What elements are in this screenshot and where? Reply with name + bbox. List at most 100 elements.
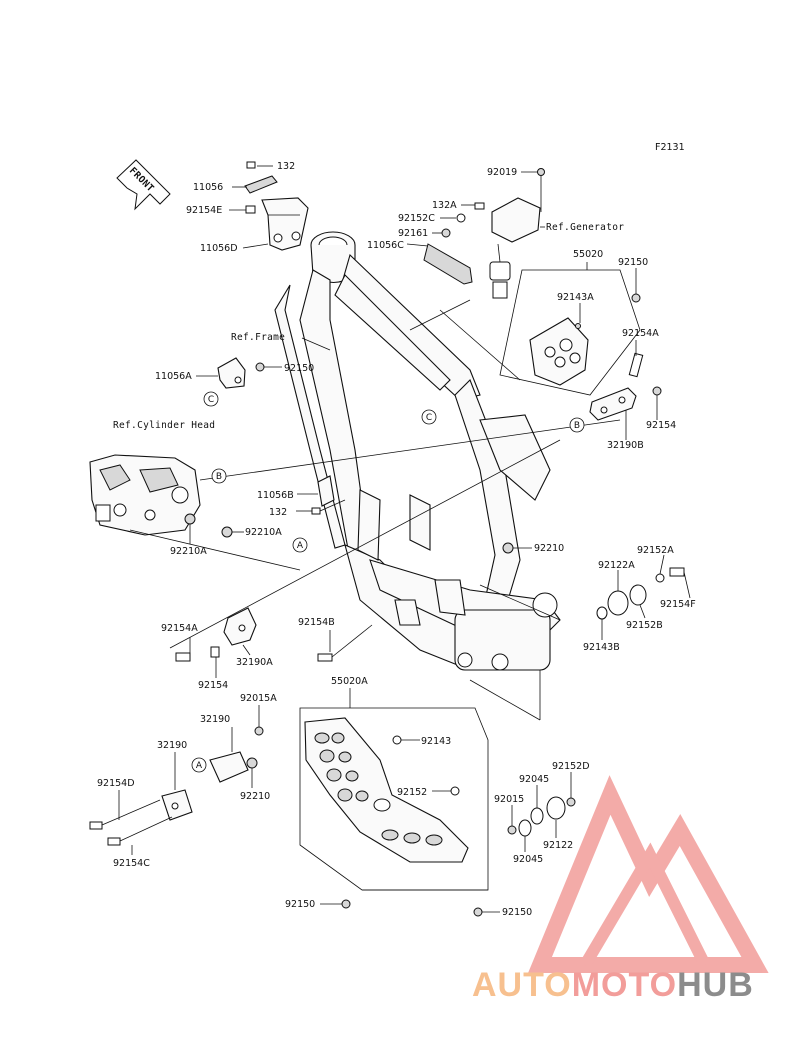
nut-92210 (502, 542, 514, 554)
pn-92015A: 92015A (240, 693, 277, 704)
collar-92161 (441, 228, 451, 238)
bolt-92154A-left (175, 652, 191, 662)
guard-55020-box (499, 269, 641, 396)
callout-a-lower: A (191, 757, 207, 773)
nut-92210A-2 (221, 526, 233, 538)
pn-92154-left: 92154 (198, 680, 228, 691)
callout-a-mid: A (292, 537, 308, 553)
pn-92150-skid-right: 92150 (502, 907, 532, 918)
collar-92152B (629, 584, 647, 606)
bolt-92154-left (210, 646, 220, 658)
pn-132A: 132A (432, 200, 457, 211)
washer-92045-upper (530, 807, 544, 825)
bolt-92150-left (255, 362, 265, 372)
pn-132-mid: 132 (269, 507, 287, 518)
collar-92143A (575, 323, 581, 329)
pn-92210: 92210 (534, 543, 564, 554)
pn-11056A: 11056A (155, 371, 192, 382)
plate-32190-upper (209, 751, 249, 783)
bracket-11056B (317, 475, 335, 507)
bolt-92154F (669, 567, 685, 577)
plate-32190-lower (161, 789, 193, 821)
generator (489, 197, 541, 299)
washer-92045-lower (518, 819, 532, 837)
pn-92154F: 92154F (660, 599, 696, 610)
pn-92143A: 92143A (557, 292, 594, 303)
guard-55020 (529, 317, 589, 386)
bracket-32190B (589, 387, 637, 421)
bolt-92019 (537, 168, 545, 176)
pn-92210-lower: 92210 (240, 791, 270, 802)
pn-11056D: 11056D (200, 243, 238, 254)
bolt-132A (474, 202, 485, 210)
pn-92154A-right: 92154A (622, 328, 659, 339)
skid-plate-55020A (304, 717, 469, 863)
pn-92152: 92152 (397, 787, 427, 798)
washer-92152A (655, 573, 665, 583)
pn-92152C: 92152C (398, 213, 435, 224)
callout-c-left: C (203, 391, 219, 407)
pn-11056C: 11056C (367, 240, 404, 251)
collar-92143 (392, 735, 402, 745)
nut-92152D (566, 797, 576, 807)
svg-text:B: B (574, 421, 580, 431)
pn-92143B: 92143B (583, 642, 620, 653)
bolt-92154C (107, 816, 173, 846)
nut-92210-lower (246, 757, 258, 769)
pn-55020A: 55020A (331, 676, 368, 687)
ref-cylinder-head-label: Ref.Cylinder Head (113, 420, 215, 431)
svg-text:C: C (426, 413, 432, 423)
bolt-92154-right (652, 386, 662, 396)
bracket-11056D (261, 197, 309, 251)
ref-generator-label: Ref.Generator (546, 222, 624, 233)
pn-32190-lower: 32190 (157, 740, 187, 751)
callout-b-right: B (569, 417, 585, 433)
bolt-132-mid (311, 507, 321, 515)
pn-92150-left: 92150 (284, 363, 314, 374)
front-arrow-icon (116, 159, 171, 211)
bracket-32190A (223, 607, 257, 646)
nut-92210A-1 (184, 513, 196, 525)
pn-92143: 92143 (421, 736, 451, 747)
nut-92015 (507, 825, 517, 835)
pn-32190B: 32190B (607, 440, 644, 451)
pn-11056B: 11056B (257, 490, 294, 501)
pn-92152D: 92152D (552, 761, 590, 772)
callout-b-left: B (211, 468, 227, 484)
pn-92150-skid-left: 92150 (285, 899, 315, 910)
callout-c-center: C (421, 409, 437, 425)
pn-11056: 11056 (193, 182, 223, 193)
nut-92015A (254, 726, 264, 736)
watermark-text: AUTOMOTOHUB (472, 966, 754, 1004)
pn-92210A-1: 92210A (170, 546, 207, 557)
pn-92015: 92015 (494, 794, 524, 805)
pn-92150-guard: 92150 (618, 257, 648, 268)
pn-92154B: 92154B (298, 617, 335, 628)
bolt-92154E (245, 205, 256, 214)
bolt-92150-skid-right (473, 907, 483, 917)
pn-92152A: 92152A (637, 545, 674, 556)
bolt-92150-guard (631, 293, 641, 303)
roller-92122 (546, 796, 566, 820)
pn-32190-upper: 32190 (200, 714, 230, 725)
bolt-132-top (246, 161, 256, 169)
cylinder-head (89, 454, 201, 536)
svg-text:A: A (297, 541, 304, 551)
bracket-11056C (423, 243, 473, 285)
part-number-labels: 132 11056 92154E 11056D 92019 132A 92152… (97, 161, 696, 918)
bolt-92150-skid-left (341, 899, 351, 909)
svg-text:B: B (216, 472, 222, 482)
figure-code: F2131 (655, 142, 685, 153)
pn-92154A-left: 92154A (161, 623, 198, 634)
washer-92152C (456, 213, 466, 223)
pn-92045-lower: 92045 (513, 854, 543, 865)
washer-92143B (596, 606, 608, 620)
bolt-92154A-right (628, 352, 644, 378)
pn-92122: 92122 (543, 840, 573, 851)
watermark-logo-icon (528, 775, 769, 973)
pn-55020: 55020 (573, 249, 603, 260)
motorcycle-frame (274, 231, 561, 671)
leader-lines (118, 165, 691, 913)
svg-text:C: C (208, 395, 214, 405)
